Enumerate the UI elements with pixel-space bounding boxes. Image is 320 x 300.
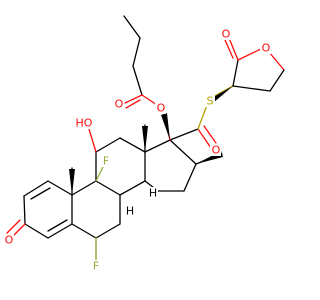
ketone-oxygen-label: O — [5, 234, 14, 247]
thioester-carbonyl-oxygen-label: O — [212, 144, 221, 157]
c8-hydrogen-label: H — [126, 205, 134, 218]
thioester-chain — [169, 85, 234, 149]
atom-labels: O F F HO H H O O O S O O — [3, 28, 271, 273]
lactone-ring — [224, 37, 285, 92]
ester-oxygen-label: O — [157, 102, 166, 115]
ester-carbonyl-oxygen-label: O — [115, 98, 124, 111]
lactone-ring-oxygen-label: O — [262, 42, 271, 55]
hydroxyl-label: HO — [76, 117, 93, 130]
ring-c — [71, 125, 146, 196]
sulfur-label: S — [207, 95, 214, 108]
lactone-carbonyl-oxygen-label: O — [222, 28, 231, 41]
c6-fluorine-label: F — [93, 260, 99, 273]
c14-hydrogen-label: H — [149, 187, 157, 200]
molecule-structure: O F F HO H H O O O S O O — [3, 15, 285, 273]
ring-a — [6, 180, 73, 239]
c9-fluorine-label: F — [103, 155, 109, 168]
propionate-ester — [123, 15, 171, 141]
